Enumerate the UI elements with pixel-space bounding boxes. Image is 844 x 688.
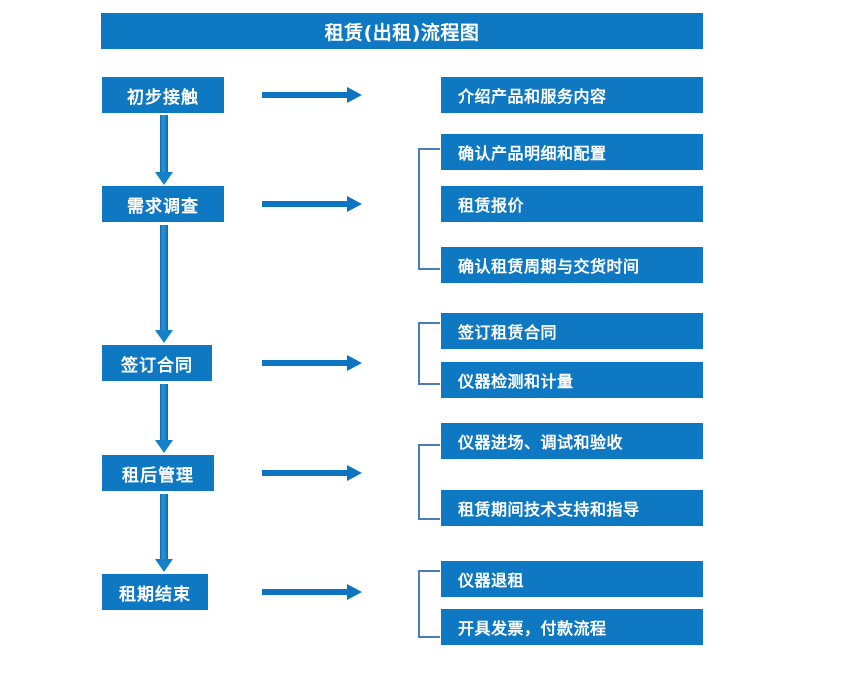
detail-box-introduce-products[interactable]: 介绍产品和服务内容 (441, 77, 703, 113)
detail-box-invoice-payment[interactable]: 开具发票，付款流程 (441, 609, 703, 645)
stage-box-sign-contract[interactable]: 签订合同 (102, 345, 212, 381)
down-arrow-icon-2 (155, 225, 173, 343)
right-arrow-icon-4 (262, 465, 362, 481)
detail-box-instrument-inspection[interactable]: 仪器检测和计量 (441, 362, 703, 398)
detail-box-confirm-period-delivery[interactable]: 确认租赁周期与交货时间 (441, 247, 703, 283)
stage-box-post-rental-management[interactable]: 租后管理 (102, 455, 214, 491)
group-bracket-icon-needs-survey (418, 148, 440, 270)
group-bracket-icon-post-rental (418, 444, 440, 520)
stage-box-needs-survey[interactable]: 需求调查 (102, 186, 224, 222)
down-arrow-icon-3 (155, 384, 173, 453)
group-bracket-icon-sign-contract (418, 322, 440, 385)
detail-box-instrument-return[interactable]: 仪器退租 (441, 561, 703, 597)
down-arrow-icon-1 (155, 115, 173, 185)
detail-box-instrument-entry-commissioning[interactable]: 仪器进场、调试和验收 (441, 423, 703, 459)
detail-box-sign-rental-contract[interactable]: 签订租赁合同 (441, 313, 703, 349)
right-arrow-icon-5 (262, 584, 362, 600)
stage-box-rental-end[interactable]: 租期结束 (102, 574, 208, 610)
right-arrow-icon-2 (262, 196, 362, 212)
group-bracket-icon-rental-end (418, 570, 440, 638)
right-arrow-icon-1 (262, 87, 362, 103)
right-arrow-icon-3 (262, 355, 362, 371)
detail-box-rental-quote[interactable]: 租赁报价 (441, 186, 703, 222)
page-title: 租赁(出租)流程图 (101, 13, 703, 49)
detail-box-technical-support[interactable]: 租赁期间技术支持和指导 (441, 490, 703, 526)
stage-box-initial-contact[interactable]: 初步接触 (102, 77, 224, 113)
down-arrow-icon-4 (155, 494, 173, 572)
detail-box-confirm-product-spec[interactable]: 确认产品明细和配置 (441, 134, 703, 170)
